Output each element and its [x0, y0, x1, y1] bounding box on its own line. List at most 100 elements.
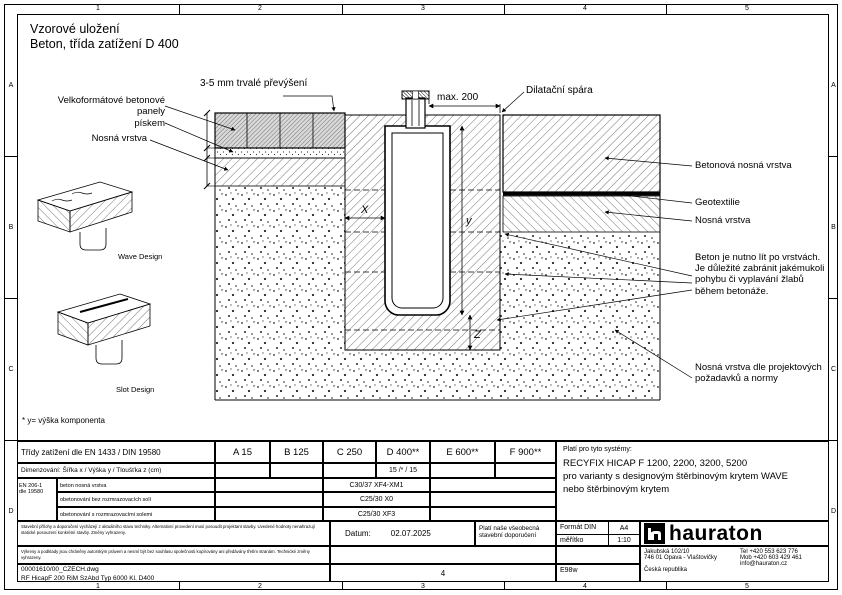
disclaimer-2: Výkresy a podklady jsou chráněny autorsk…: [17, 546, 330, 564]
cross-section-drawing: X y Z: [36, 90, 693, 401]
dimension-lines: [203, 96, 501, 351]
load-class-title-cell: Třídy zatížení dle EN 1433 / DIN 19580: [17, 441, 215, 463]
systems-title: Platí pro tyto systémy:: [563, 446, 632, 453]
empty-cell: [556, 546, 640, 564]
ruler-letter: C: [830, 366, 837, 373]
spec-label-cell: obetonování bez rozmrazovacích solí: [57, 492, 215, 507]
label-slot-design: Slot Design: [116, 385, 155, 394]
empty-cell: [430, 463, 495, 478]
systems-line1: RECYFIX HICAP F 1200, 2200, 3200, 5200: [563, 458, 748, 469]
class-c250-cell: C 250: [323, 441, 376, 463]
label-base-right: Nosná vrstva: [695, 215, 751, 226]
page-subtitle: Beton, třída zatížení D 400: [30, 37, 179, 51]
spec-label-cell: beton nosná vrstva: [57, 478, 215, 492]
ruler-number: 1: [96, 5, 100, 12]
label-base-left: Nosná vrstva: [91, 133, 147, 144]
sheet-number-cell: 4: [330, 564, 556, 582]
ruler-tick: [4, 440, 17, 441]
systems-cell: Platí pro tyto systémy: RECYFIX HICAP F …: [556, 441, 829, 521]
scale-label: měřítko: [557, 535, 609, 545]
ruler-tick: [504, 4, 505, 14]
ruler-number: 5: [745, 583, 749, 590]
norm-line2: dle 19580: [19, 489, 44, 495]
ruler-tick: [829, 440, 838, 441]
ruler-number: 5: [745, 5, 749, 12]
label-geotextile: Geotextilie: [695, 197, 740, 208]
mobile-line: Mob +420 603 429 461: [740, 555, 802, 561]
label-pour-note: Beton je nutno lít po vrstvách. Je důlež…: [695, 252, 825, 297]
ruler-number: 4: [583, 583, 587, 590]
ruler-tick: [829, 156, 838, 157]
email-line: info@hauraton.cz: [740, 561, 788, 567]
spec-value-cell: C25/30 XF3: [323, 507, 430, 521]
dim-y-label: y: [465, 215, 473, 227]
ruler-letter: D: [830, 508, 837, 515]
systems-line2: pro varianty s designovým štěrbinovým kr…: [563, 471, 788, 482]
outer-frame: [4, 4, 838, 590]
class-a15-cell: A 15: [215, 441, 270, 463]
empty-cell: [430, 507, 556, 521]
address-line2: 746 01 Opava - Vlaštovičky: [644, 555, 718, 561]
ruler-tick: [666, 4, 667, 14]
title-block: Třídy zatížení dle EN 1433 / DIN 19580 A…: [17, 440, 829, 582]
ruler-number: 4: [583, 5, 587, 12]
inner-frame: [17, 14, 829, 582]
spec-value-cell: C25/30 X0: [323, 492, 430, 507]
ruler-number: 2: [258, 583, 262, 590]
dimension-label-cell: Dimenzování: Šířka x / Výška y / Tloušťk…: [17, 463, 215, 478]
ruler-number: 2: [258, 5, 262, 12]
ruler-tick: [342, 4, 343, 14]
wave-design-detail: [36, 181, 134, 251]
ruler-tick: [666, 582, 667, 590]
leader-lines: [149, 91, 693, 379]
code-cell: E98w: [556, 564, 640, 582]
dimension-value-cell: 15 /* / 15: [376, 463, 430, 478]
slot-neck: [405, 97, 426, 129]
footnote: * y= výška komponenta: [22, 416, 105, 425]
label-concrete-base: Betonová nosná vrstva: [695, 160, 792, 171]
empty-cell: [215, 478, 323, 492]
class-b125-cell: B 125: [270, 441, 323, 463]
label-max200: max. 200: [437, 92, 479, 103]
address-line1: Jakubská 102/10: [644, 549, 690, 555]
format-scale-cell: Formát DIN A4 měřítko 1:10: [556, 521, 640, 546]
ruler-tick: [504, 582, 505, 590]
pour-layer-dashed-lines: [345, 189, 500, 331]
ruler-letter: A: [8, 82, 14, 89]
slot-design-detail: [56, 293, 152, 365]
spec-label-cell: obetonování s rozmrazovacími solemi: [57, 507, 215, 521]
empty-cell: [270, 463, 323, 478]
ruler-number: 3: [421, 5, 425, 12]
recommendation-cell: Platí naše všeobecná stavební doporučení: [475, 521, 556, 546]
empty-cell: [215, 492, 323, 507]
file-cell: 00001610/00_CZECH.dwg RF HicapF 200 RiM …: [17, 564, 330, 582]
ruler-tick: [4, 156, 17, 157]
drawing-name: RF HicapF 200 RiM SzAbd Typ 6000 Kl. D40…: [21, 575, 155, 582]
class-e600-cell: E 600**: [430, 441, 495, 463]
ruler-letter: A: [831, 82, 836, 89]
empty-cell: [430, 478, 556, 492]
excavation-boundary: [214, 113, 661, 401]
empty-cell: [323, 463, 376, 478]
disclaimer-1: Stavební přílohy a doporučení vycházejí …: [17, 521, 330, 546]
date-cell: Datum: 02.07.2025: [330, 521, 475, 546]
hauraton-logo-icon: [644, 523, 665, 544]
address-cell: Jakubská 102/10 746 01 Opava - Vlaštovič…: [640, 546, 829, 582]
class-d400-cell: D 400**: [376, 441, 430, 463]
label-panels: Velkoformátové betonové panely: [57, 95, 165, 118]
label-elevation: 3-5 mm trvalé převýšení: [200, 78, 308, 89]
brand-wordmark: hauraton: [669, 521, 763, 545]
ruler-tick: [829, 298, 838, 299]
file-name: 00001610/00_CZECH.dwg: [21, 566, 99, 573]
scale-value: 1:10: [617, 537, 631, 544]
right-pavement-layers: [502, 114, 661, 233]
ruler-letter: B: [8, 224, 14, 231]
label-dilatation: Dilatační spára: [526, 85, 593, 96]
phone-line: Tel +420 553 623 776: [740, 549, 798, 555]
empty-cell: [330, 546, 556, 564]
systems-line3: nebo štěrbinovým krytem: [563, 484, 670, 495]
spec-value-cell: C30/37 XF4-XM1: [323, 478, 430, 492]
ruler-letter: B: [831, 224, 836, 231]
